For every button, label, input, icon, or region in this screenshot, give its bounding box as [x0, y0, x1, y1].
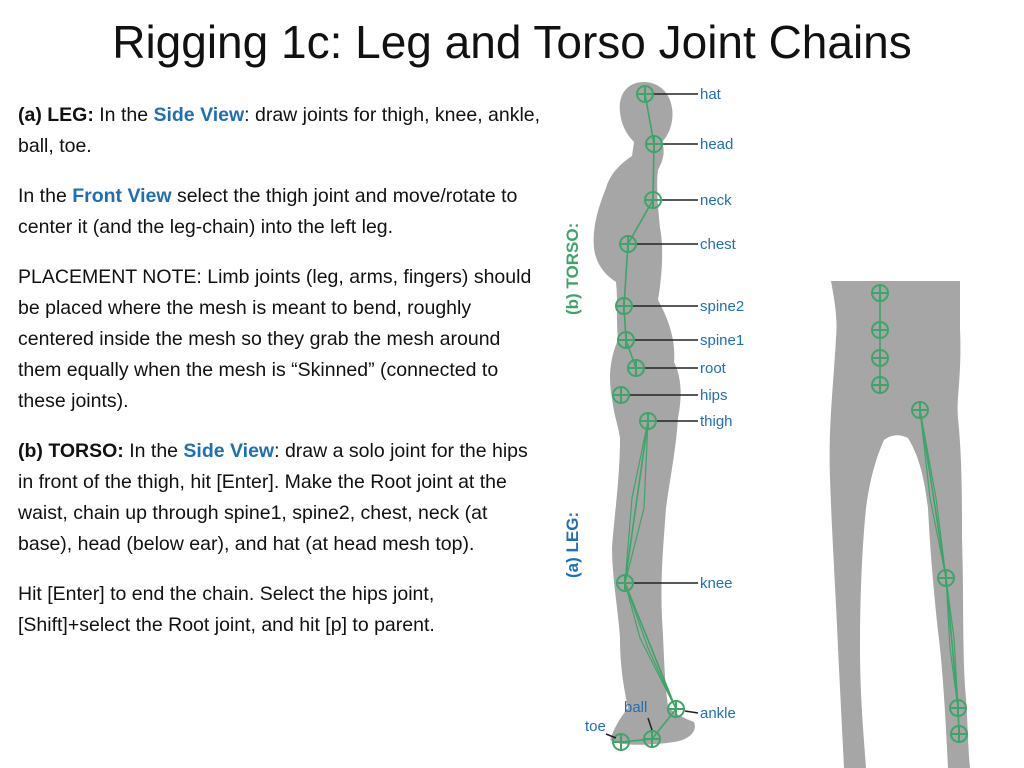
leader-lines — [605, 93, 699, 739]
torso-lead: (b) TORSO: — [18, 440, 124, 462]
joint-ball — [643, 730, 661, 748]
parent-paragraph: Hit [Enter] to end the chain. Select the… — [18, 583, 435, 636]
front-joint-ankle — [949, 699, 967, 717]
side-view-term: Side View — [153, 104, 245, 126]
label-spine1: spine1 — [700, 332, 744, 349]
front-text-2: select the thigh joint and move/rotate t… — [18, 185, 518, 238]
front-view-mesh — [829, 281, 970, 768]
front-text-1: In the — [18, 185, 73, 207]
joint-root — [627, 359, 645, 377]
label-spine2: spine2 — [700, 298, 744, 315]
joint-knee — [616, 574, 634, 592]
label-chest: chest — [700, 236, 737, 253]
front-joint-knee — [937, 569, 955, 587]
front-joint-3 — [871, 349, 889, 367]
leg-section-label: (a) LEG: — [563, 512, 582, 578]
joint-spine1 — [617, 331, 635, 349]
joint-hat — [636, 85, 654, 103]
label-head: head — [700, 136, 733, 153]
torso-side-view-term: Side View — [183, 440, 275, 462]
label-hat: hat — [700, 86, 722, 103]
front-joint-toe — [950, 725, 968, 743]
joint-neck — [644, 191, 662, 209]
front-joint-4 — [871, 376, 889, 394]
joint-thigh — [639, 412, 657, 430]
joint-chest — [619, 235, 637, 253]
rig-figure: hat head neck chest spine2 spine1 root h… — [563, 82, 970, 768]
torso-text-1: In the — [123, 440, 184, 462]
joint-head — [645, 135, 663, 153]
label-toe: toe — [585, 718, 606, 735]
placement-note: PLACEMENT NOTE: Limb joints (leg, arms, … — [18, 266, 532, 412]
front-joint-2 — [871, 321, 889, 339]
leg-text-2: : draw joints for thigh, knee, ankle, ba… — [18, 104, 541, 157]
instructions: (a) LEG: In the Side View: draw joints f… — [18, 100, 543, 660]
leg-lead: (a) LEG: — [18, 104, 94, 126]
front-view-term: Front View — [72, 185, 172, 207]
label-knee: knee — [700, 575, 733, 592]
label-root: root — [700, 360, 727, 377]
leg-text-1: In the — [93, 104, 154, 126]
label-neck: neck — [700, 192, 732, 209]
label-thigh: thigh — [700, 413, 733, 430]
joint-toe — [612, 733, 630, 751]
slide-title: Rigging 1c: Leg and Torso Joint Chains — [112, 16, 912, 68]
label-ankle: ankle — [700, 705, 736, 722]
joint-ankle — [667, 700, 685, 718]
leg-paragraph: (a) LEG: In the Side View: draw joints f… — [18, 100, 543, 162]
torso-section-label: (b) TORSO: — [563, 223, 582, 315]
torso-paragraph: (b) TORSO: In the Side View: draw a solo… — [18, 436, 543, 560]
front-leg-bones — [919, 409, 960, 734]
front-joint-1 — [871, 284, 889, 302]
joint-spine2 — [615, 297, 633, 315]
torso-text-2: : draw a solo joint for the hips in fron… — [18, 440, 528, 555]
joint-hips — [612, 386, 630, 404]
label-hips: hips — [700, 387, 728, 404]
front-joint-thigh — [911, 401, 929, 419]
front-view-paragraph: In the Front View select the thigh joint… — [18, 181, 543, 243]
label-ball: ball — [624, 699, 647, 716]
